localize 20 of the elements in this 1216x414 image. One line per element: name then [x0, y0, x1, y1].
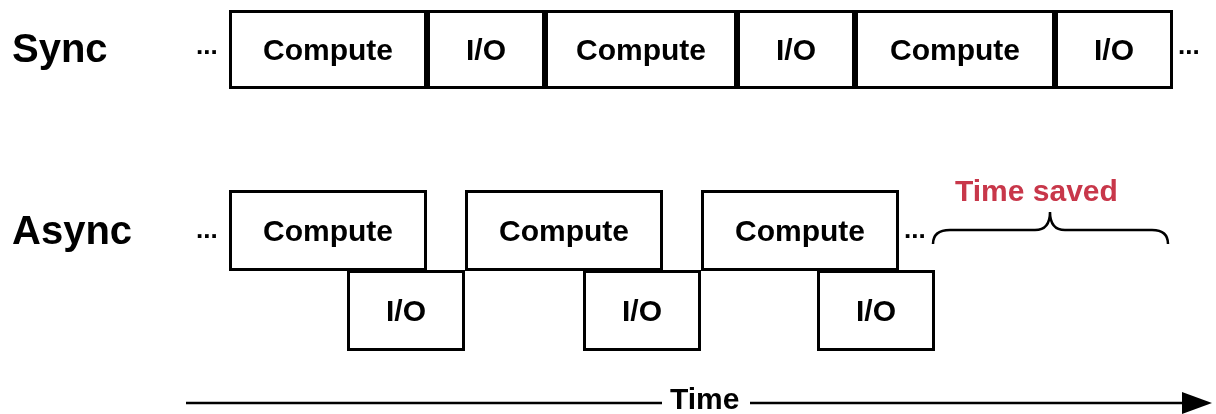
- axis-label: Time: [670, 384, 740, 414]
- row-label: Async: [12, 210, 133, 250]
- ellipsis: ...: [1178, 32, 1200, 58]
- ellipsis: ...: [196, 32, 218, 58]
- process-box: I/O: [347, 270, 465, 351]
- process-box: I/O: [1055, 10, 1173, 89]
- process-box: Compute: [545, 10, 737, 89]
- ellipsis: ...: [196, 216, 218, 242]
- process-box: I/O: [817, 270, 935, 351]
- row-label: Sync: [12, 28, 108, 68]
- process-box: Compute: [701, 190, 899, 271]
- process-box: I/O: [583, 270, 701, 351]
- annotation: Time saved: [955, 176, 1118, 206]
- ellipsis: ...: [904, 216, 926, 242]
- process-box: Compute: [855, 10, 1055, 89]
- process-box: Compute: [229, 190, 427, 271]
- process-box: I/O: [737, 10, 855, 89]
- process-box: Compute: [465, 190, 663, 271]
- process-box: Compute: [229, 10, 427, 89]
- process-box: I/O: [427, 10, 545, 89]
